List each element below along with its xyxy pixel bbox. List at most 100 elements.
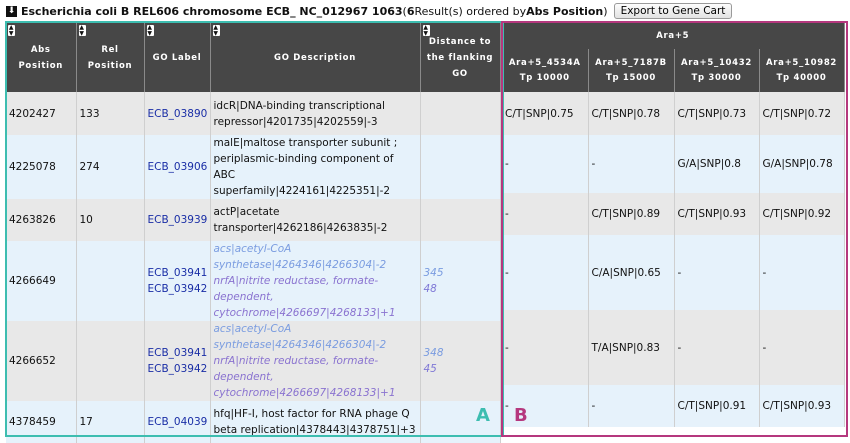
abs-position-cell: 4202427 bbox=[6, 92, 77, 135]
go-label-link[interactable]: ECB_03942 bbox=[147, 283, 208, 295]
snp-cell: - bbox=[588, 135, 675, 193]
snp-cell: C/T|SNP|0.78 bbox=[588, 92, 675, 135]
snp-cell: C/T|SNP|0.72 bbox=[759, 92, 845, 135]
snp-cell: - bbox=[502, 385, 589, 427]
paren-close: ) bbox=[603, 4, 608, 18]
abs-position-cell: 4266652 bbox=[6, 321, 77, 401]
organism-title: Escherichia coli B REL606 chromosome ECB… bbox=[21, 4, 403, 18]
snp-cell: - bbox=[674, 310, 760, 385]
go-label-link[interactable]: ECB_03941 bbox=[147, 347, 208, 359]
table-row: 4202427 133 ECB_03890 idcR|DNA-binding t… bbox=[6, 92, 501, 135]
snp-cell: C/T|SNP|0.89 bbox=[588, 193, 675, 235]
export-to-gene-cart-button[interactable]: Export to Gene Cart bbox=[613, 3, 733, 19]
table-row: -T/A|SNP|0.83-- bbox=[502, 310, 845, 385]
rel-position-cell: 133 bbox=[76, 92, 145, 135]
sort-icon[interactable]: ▲▼ bbox=[146, 24, 154, 37]
rel-position-cell: 10 bbox=[76, 199, 145, 241]
snp-cell: - bbox=[502, 235, 589, 310]
rel-position-cell: 17 bbox=[76, 401, 145, 443]
snp-cell: C/T|SNP|0.75 bbox=[502, 92, 589, 135]
snp-cell: C/T|SNP|0.92 bbox=[759, 193, 845, 235]
go-label-cell: ECB_04039 bbox=[144, 401, 211, 443]
snp-cell: C/T|SNP|0.93 bbox=[674, 193, 760, 235]
distance-cell bbox=[420, 92, 501, 135]
snp-cell: T/A|SNP|0.83 bbox=[588, 310, 675, 385]
snp-cell: - bbox=[588, 385, 675, 427]
panel-a-label: A bbox=[476, 405, 490, 426]
rel-position-cell bbox=[76, 321, 145, 401]
distance-cell bbox=[420, 199, 501, 241]
snp-cell: C/T|SNP|0.93 bbox=[759, 385, 845, 427]
go-label-link[interactable]: ECB_03890 bbox=[147, 107, 208, 120]
abs-position-cell: 4225078 bbox=[6, 135, 77, 199]
snp-cell: - bbox=[502, 193, 589, 235]
table-row: 4225078 274 ECB_03906 malE|maltose trans… bbox=[6, 135, 501, 199]
abs-position-cell: 4378459 bbox=[6, 401, 77, 443]
abs-position-cell: 4263826 bbox=[6, 199, 77, 241]
col-distance[interactable]: ▲▼Distance to the flanking GO bbox=[420, 23, 501, 92]
go-label-link[interactable]: ECB_03939 bbox=[147, 214, 208, 226]
panel-b-label: B bbox=[514, 405, 528, 426]
snp-cell: - bbox=[674, 235, 760, 310]
snp-cell: G/A|SNP|0.8 bbox=[674, 135, 760, 193]
snp-cell: - bbox=[759, 235, 845, 310]
snp-cell: - bbox=[759, 310, 845, 385]
sort-icon[interactable]: ▲▼ bbox=[422, 24, 430, 37]
results-header: ⬇ Escherichia coli B REL606 chromosome E… bbox=[6, 3, 733, 19]
paren-open: ( bbox=[402, 4, 407, 18]
go-label-link[interactable]: ECB_03906 bbox=[147, 161, 208, 173]
results-text: Result(s) ordered by bbox=[414, 4, 527, 18]
snp-cell: C/T|SNP|0.73 bbox=[674, 92, 760, 135]
sort-icon[interactable]: ▲▼ bbox=[8, 24, 15, 37]
go-label-cell: ECB_03939 bbox=[144, 199, 211, 241]
rel-position-cell bbox=[76, 241, 145, 321]
snp-cell: C/T|SNP|0.91 bbox=[674, 385, 760, 427]
distance-cell bbox=[420, 135, 501, 199]
sort-icon[interactable]: ▲▼ bbox=[212, 24, 220, 37]
col-abs-position[interactable]: ▲▼Abs Position bbox=[6, 23, 77, 92]
col-go-description[interactable]: ▲▼GO Description bbox=[210, 23, 421, 92]
down-arrow-icon[interactable]: ⬇ bbox=[6, 5, 17, 17]
table-row: 4378459 17 ECB_04039 hfq|HF-I, host fact… bbox=[6, 401, 501, 443]
snp-cell: - bbox=[502, 135, 589, 193]
go-label-link[interactable]: ECB_04039 bbox=[147, 416, 208, 428]
sort-icon[interactable]: ▲▼ bbox=[78, 24, 86, 37]
snp-cell: C/A|SNP|0.65 bbox=[588, 235, 675, 310]
snp-cell: - bbox=[502, 310, 589, 385]
table-a: ▲▼Abs Position ▲▼Rel Position ▲▼GO Label… bbox=[6, 23, 501, 443]
col-rel-position[interactable]: ▲▼Rel Position bbox=[76, 23, 145, 92]
go-label-link[interactable]: ECB_03942 bbox=[147, 363, 208, 375]
go-label-link[interactable]: ECB_03941 bbox=[147, 267, 208, 279]
group-header-ara5: Ara+5 bbox=[502, 23, 845, 49]
rel-position-cell: 274 bbox=[76, 135, 145, 199]
col-go-label[interactable]: ▲▼GO Label bbox=[144, 23, 211, 92]
snp-cell: G/A|SNP|0.78 bbox=[759, 135, 845, 193]
table-row: -C/A|SNP|0.65-- bbox=[502, 235, 845, 310]
go-label-cell: ECB_03890 bbox=[144, 92, 211, 135]
order-by: Abs Position bbox=[526, 4, 604, 18]
go-label-cell: ECB_03906 bbox=[144, 135, 211, 199]
abs-position-cell: 4266649 bbox=[6, 241, 77, 321]
result-count: 6 bbox=[406, 4, 415, 18]
